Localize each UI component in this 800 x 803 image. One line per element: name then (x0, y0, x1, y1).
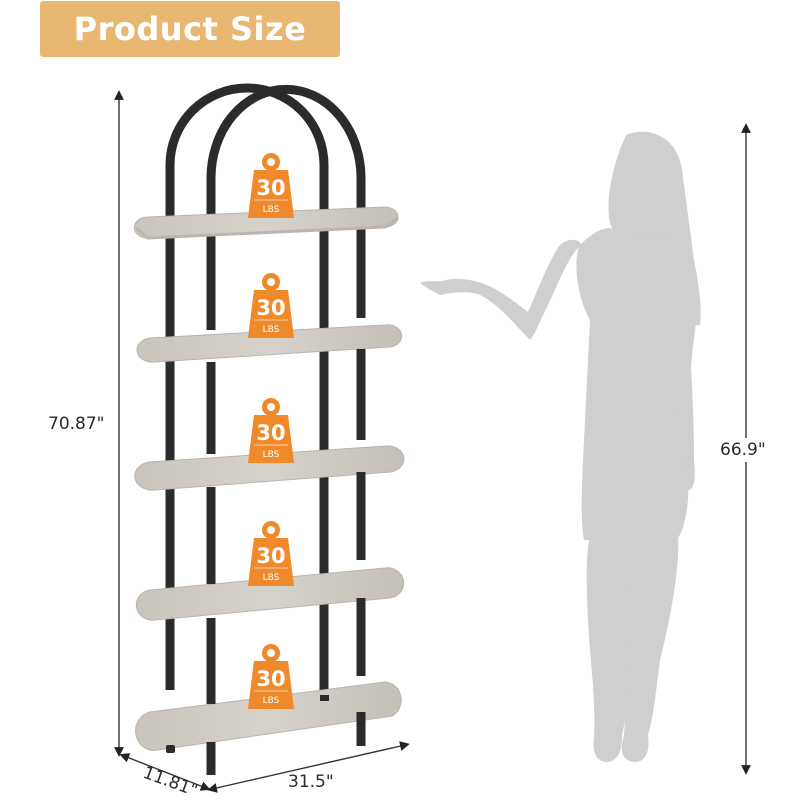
width-label: 31.5" (288, 772, 334, 792)
weight-icon (248, 398, 294, 463)
width-arrow (207, 741, 410, 793)
page-title: Product Size (73, 10, 307, 48)
shelf-5 (135, 681, 402, 751)
arches (165, 83, 366, 240)
svg-text:30: 30 (256, 296, 285, 320)
weight-badge-1: 30 LBS (248, 153, 294, 218)
svg-text:LBS: LBS (263, 205, 280, 215)
weight-icon (248, 273, 294, 338)
front-posts (206, 236, 366, 775)
svg-text:LBS: LBS (263, 450, 280, 460)
weight-icon (248, 644, 294, 709)
svg-text:LBS: LBS (263, 696, 280, 706)
weight-badge-2: 30 LBS (248, 273, 294, 338)
front-arch (206, 84, 366, 240)
shelf-4 (135, 567, 405, 621)
title-banner: Product Size (40, 1, 340, 57)
weight-badge-3: 30 LBS (248, 398, 294, 463)
svg-text:30: 30 (256, 544, 285, 568)
person-silhouette-icon (420, 131, 701, 762)
back-feet (166, 695, 329, 753)
weight-badge-4: 30 LBS (248, 521, 294, 586)
person-height-label: 66.9" (720, 438, 766, 462)
svg-text:30: 30 (256, 421, 285, 445)
svg-text:30: 30 (256, 176, 285, 200)
weight-icon (248, 153, 294, 218)
depth-arrow (119, 753, 211, 791)
shelf-1 (133, 206, 399, 240)
back-arch (165, 83, 329, 230)
weight-icon (248, 521, 294, 586)
height-label: 70.87" (48, 412, 105, 436)
svg-text:30: 30 (256, 667, 285, 691)
shelf-3 (134, 445, 405, 491)
svg-text:LBS: LBS (263, 573, 280, 583)
weight-badge-5: 30 LBS (248, 644, 294, 709)
svg-text:LBS: LBS (263, 325, 280, 335)
shelf-2 (136, 324, 403, 363)
